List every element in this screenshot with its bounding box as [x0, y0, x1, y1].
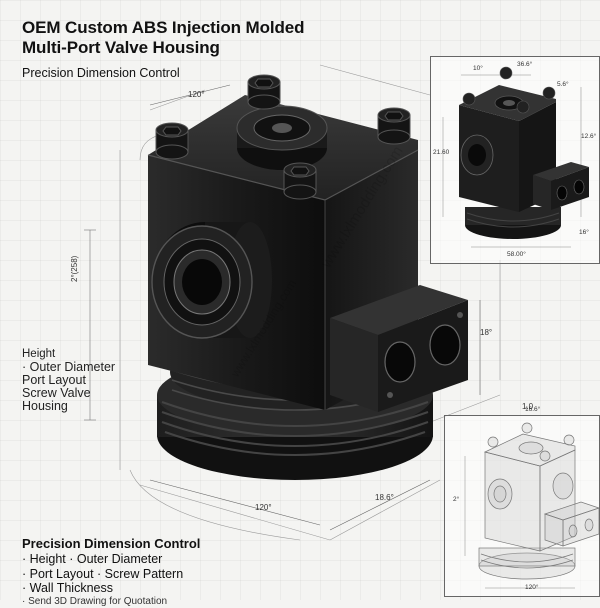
inset-dim: 36.6°	[517, 61, 533, 68]
dim-right-mark: 1.0	[522, 402, 534, 411]
inset-view-top-right: 10° 36.6° 5.6° 21.60 12.6° 16° 58.00°	[430, 56, 600, 264]
top-center-port	[236, 105, 328, 170]
title-line-2: Multi-Port Valve Housing	[22, 38, 220, 57]
feature-item: Housing	[22, 399, 68, 413]
dim-height: 2°(258)	[70, 255, 79, 282]
title-line-1: OEM Custom ABS Injection Molded	[22, 18, 305, 37]
feature-item: Screw Valve	[22, 386, 91, 400]
front-side-port	[151, 222, 272, 339]
inset-wireframe-drawing	[464, 422, 600, 589]
inset-dim: 12.6°	[581, 133, 597, 140]
inset2-dim: 120°	[525, 584, 539, 591]
inset2-dim: 16.6°	[525, 406, 541, 413]
feature-item: · Outer Diameter	[22, 360, 116, 374]
side-dual-port-block	[330, 285, 468, 412]
inset2-dim: 2°	[453, 496, 460, 503]
dim-side-small: 18°	[480, 328, 493, 337]
spec-item: · Wall Thickness	[22, 581, 113, 595]
dim-bottom-depth: 18.6°	[375, 493, 394, 502]
dim-top-width: 120°	[188, 90, 205, 99]
dim-bottom-width: 120°	[255, 503, 272, 512]
inset-dim: 58.00°	[507, 251, 526, 258]
inset-view-bottom-right: 16.6° 2° 120°	[444, 406, 600, 597]
feature-list: Height · Outer Diameter Port Layout Scre…	[22, 348, 115, 413]
feature-item: Port Layout	[22, 373, 86, 387]
subtitle: Precision Dimension Control	[22, 66, 180, 80]
page-title: OEM Custom ABS Injection Molded Multi-Po…	[22, 18, 305, 58]
quotation-cta[interactable]: · Send 3D Drawing for Quotation	[22, 595, 168, 607]
inset-dim: 10°	[473, 65, 483, 72]
feature-item: Height	[22, 348, 56, 360]
corner-bolts	[155, 74, 411, 200]
spec-item: · Port Layout · Screw Pattern	[22, 566, 184, 581]
inset-valve-drawing	[442, 66, 589, 248]
inset-dim: 5.6°	[557, 81, 569, 88]
spec-title: Precision Dimension Control	[22, 536, 201, 551]
inset-dim: 16°	[579, 229, 589, 236]
spec-list: · Height · Outer Diameter · Port Layout …	[22, 552, 200, 596]
spec-block: Precision Dimension Control · Height · O…	[22, 536, 200, 608]
spec-item: · Height · Outer Diameter	[22, 552, 163, 566]
inset-dim: 21.60	[433, 149, 450, 156]
construction-lines	[84, 64, 501, 541]
